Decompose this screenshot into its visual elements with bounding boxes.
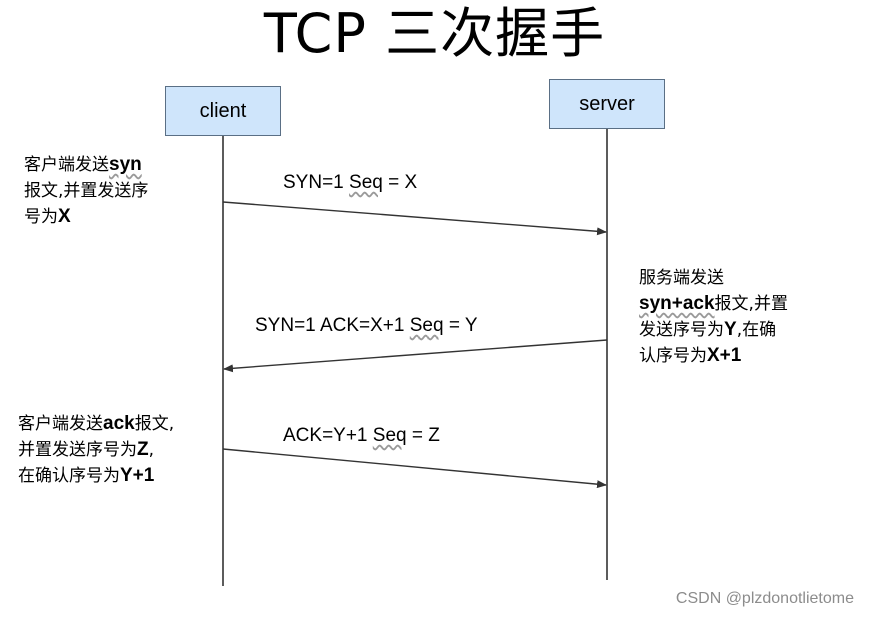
ack-message-value: = Z — [406, 425, 440, 446]
server-syn-ack-note: 服务端发送 syn+ack报文,并置 发送序号为Y,在确 认序号为X+1 — [639, 265, 788, 369]
syn-message-seq: Seq — [349, 172, 383, 193]
note-text: 并置发送序号为 — [18, 440, 137, 460]
syn-ack-arrow — [223, 339, 608, 373]
note-keyword: X — [58, 206, 71, 227]
server-actor: server — [549, 79, 665, 129]
note-text: 报文,并置发送序 — [24, 181, 149, 201]
note-keyword: Z — [137, 439, 149, 460]
note-text: 客户端发送 — [18, 414, 103, 434]
client-label: client — [199, 99, 247, 122]
client-actor: client — [165, 86, 281, 136]
client-ack-note: 客户端发送ack报文, 并置发送序号为Z, 在确认序号为Y+1 — [18, 411, 174, 489]
syn-message-text: SYN=1 — [283, 172, 350, 193]
note-keyword: X+1 — [707, 345, 742, 366]
ack-arrow — [222, 448, 607, 489]
syn-ack-message-label: SYN=1 ACK=X+1 Seq = Y — [255, 315, 478, 337]
ack-message-text: ACK=Y+1 — [283, 425, 373, 446]
server-label: server — [579, 92, 635, 115]
note-text: 号为 — [24, 207, 58, 227]
note-text: 报文,并置 — [714, 294, 788, 314]
note-text: 发送序号为 — [639, 320, 724, 340]
note-keyword: Y — [724, 319, 737, 340]
note-text: ,在确 — [736, 320, 777, 340]
syn-ack-message-seq: Seq — [409, 315, 444, 336]
note-keyword: syn+ack — [639, 293, 715, 314]
note-keyword: Y+1 — [120, 465, 155, 486]
note-text: 报文, — [134, 414, 175, 434]
note-text: 客户端发送 — [24, 155, 109, 175]
note-keyword: ack — [103, 413, 135, 434]
note-text: 认序号为 — [639, 346, 707, 366]
diagram-title: TCP 三次握手 — [263, 2, 606, 65]
watermark: CSDN @plzdonotlietome — [675, 590, 854, 607]
syn-ack-message-value: = Y — [443, 315, 478, 336]
client-syn-note: 客户端发送syn 报文,并置发送序 号为X — [24, 152, 148, 230]
syn-ack-message-text: SYN=1 ACK=X+1 — [255, 315, 410, 336]
syn-message-label: SYN=1 Seq = X — [283, 172, 417, 194]
ack-message-seq: Seq — [372, 425, 407, 446]
note-text: , — [148, 440, 155, 460]
ack-message-label: ACK=Y+1 Seq = Z — [283, 425, 440, 447]
syn-message-value: = X — [382, 172, 418, 193]
syn-arrow — [222, 201, 607, 236]
note-keyword: syn — [109, 154, 142, 175]
note-text: 服务端发送 — [639, 268, 724, 288]
note-text: 在确认序号为 — [18, 466, 120, 486]
